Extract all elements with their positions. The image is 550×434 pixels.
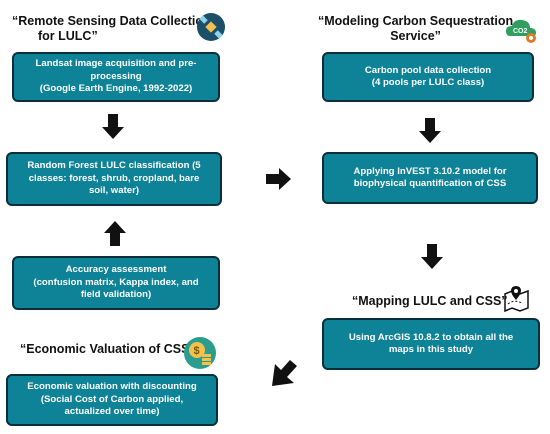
heading-economic: “Economic Valuation of CSS” [20, 342, 196, 357]
arrow-down-landsat-to-rf [102, 114, 124, 139]
box-line: Economic valuation with discounting [27, 381, 197, 393]
box-line: field validation) [80, 289, 152, 301]
box-line: (Google Earth Engine, 1992-2022) [39, 83, 193, 95]
box-line: Random Forest LULC classification (5 [27, 160, 201, 172]
heading-line: “Mapping LULC and CSS” [352, 294, 508, 308]
box-line: (Social Cost of Carbon applied, [40, 393, 184, 405]
box-line: (confusion matrix, Kappa index, and [33, 276, 199, 288]
heading-line: “Economic Valuation of CSS” [20, 342, 196, 356]
arrow-down-pool-to-invest [419, 118, 441, 143]
heading-line: for LULC” [38, 29, 98, 43]
map-pin-icon [504, 286, 529, 312]
heading-mapping: “Mapping LULC and CSS” [352, 294, 508, 309]
arrow-down-invest-to-mapping [421, 244, 443, 269]
box-line: (4 pools per LULC class) [371, 77, 485, 88]
box-line: processing [90, 70, 142, 82]
random-forest-box: Random Forest LULC classification (5 cla… [6, 152, 222, 206]
box-line: biophysical quantification of CSS [353, 178, 507, 189]
satellite-icon [197, 13, 225, 41]
economic-valuation-box: Economic valuation with discounting (Soc… [6, 374, 218, 426]
box-line: Accuracy assessment [65, 264, 167, 276]
heading-line: “Remote Sensing Data Collection [12, 14, 211, 28]
box-line: actualized over time) [64, 406, 160, 418]
box-line: Using ArcGIS 10.8.2 to obtain all the [348, 331, 514, 343]
box-line: soil, water) [88, 185, 140, 197]
svg-text:$: $ [194, 345, 200, 357]
heading-modeling-css: “Modeling Carbon Sequestration Service” [318, 14, 513, 44]
landsat-acquisition-box: Landsat image acquisition and pre- proce… [12, 52, 220, 102]
invest-model-box: Applying InVEST 3.10.2 model for biophys… [322, 152, 538, 204]
box-line: Landsat image acquisition and pre- [35, 58, 197, 70]
arrow-up-accuracy-to-rf [104, 221, 126, 246]
dollar-coins-icon: $ [184, 337, 216, 369]
heading-line: Service” [390, 29, 441, 43]
heading-line: “Modeling Carbon Sequestration [318, 14, 514, 28]
carbon-pool-box: Carbon pool data collection (4 pools per… [322, 52, 534, 102]
box-line: classes: forest, shrub, cropland, bare [28, 172, 200, 184]
arrow-right-rf-to-invest [266, 168, 291, 190]
arcgis-mapping-box: Using ArcGIS 10.8.2 to obtain all the ma… [322, 318, 540, 370]
arrow-diagonal-mapping-to-economic [272, 360, 297, 386]
svg-text:CO2: CO2 [513, 28, 528, 35]
co2-gear-icon: CO2 [506, 19, 536, 43]
heading-remote-sensing: “Remote Sensing Data Collection for LULC… [12, 14, 211, 44]
box-line: Applying InVEST 3.10.2 model for [353, 165, 507, 177]
accuracy-assessment-box: Accuracy assessment (confusion matrix, K… [12, 256, 220, 310]
box-line: maps in this study [388, 344, 474, 355]
box-line: Carbon pool data collection [364, 64, 492, 76]
